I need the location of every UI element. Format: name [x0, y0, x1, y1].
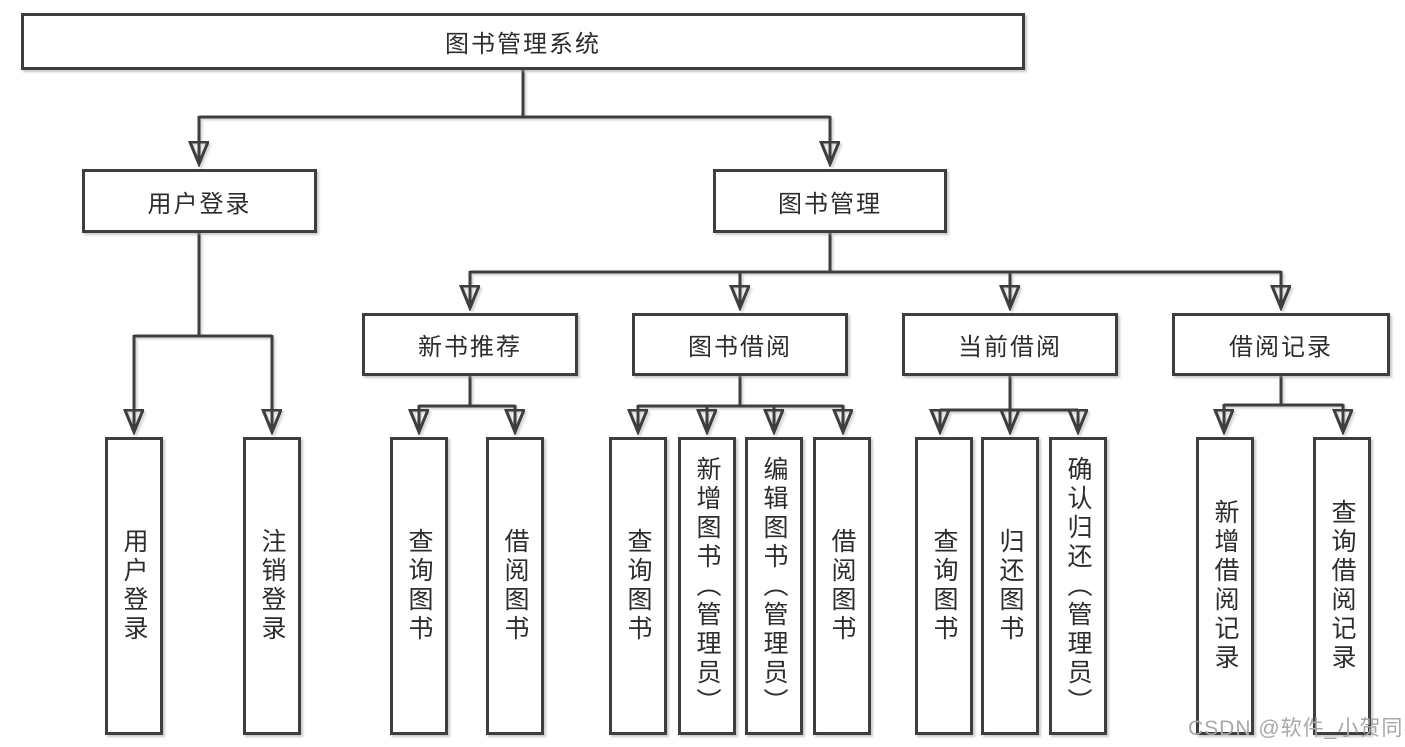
- edge-user-login-children: [134, 233, 272, 432]
- leaf-add-books-admin: 新增图书（管理员）: [678, 437, 736, 735]
- leaf-return-books: 归还图书: [981, 437, 1039, 735]
- edge-book-borrow-children: [638, 376, 843, 432]
- node-book-mgmt: 图书管理: [713, 169, 947, 233]
- leaf-borrow-books-recommend: 借阅图书: [486, 437, 544, 735]
- leaf-add-borrow-record: 新增借阅记录: [1196, 437, 1254, 735]
- edge-borrow-records-children: [1224, 376, 1343, 432]
- edge-book-mgmt-sections: [470, 233, 1281, 308]
- edge-root-to-level2: [199, 70, 830, 164]
- node-user-login: 用户登录: [82, 169, 317, 233]
- node-book-borrow: 图书借阅: [632, 313, 848, 376]
- leaf-query-books-current: 查询图书: [915, 437, 973, 735]
- leaf-borrow-books: 借阅图书: [813, 437, 871, 735]
- leaf-edit-books-admin: 编辑图书（管理员）: [745, 437, 803, 735]
- leaf-confirm-return-admin: 确认归还（管理员）: [1049, 437, 1107, 735]
- leaf-query-borrow-record: 查询借阅记录: [1313, 437, 1371, 735]
- leaf-logout: 注销登录: [243, 437, 301, 735]
- csdn-watermark: CSDN @软件_小贺同学: [1188, 717, 1405, 740]
- edge-current-borrow-children: [940, 376, 1078, 432]
- node-borrow-records: 借阅记录: [1172, 313, 1390, 376]
- leaf-user-login: 用户登录: [105, 437, 163, 735]
- leaf-query-books-recommend: 查询图书: [390, 437, 448, 735]
- leaf-query-books-borrow: 查询图书: [609, 437, 667, 735]
- node-new-book-recommend: 新书推荐: [362, 313, 578, 376]
- node-current-borrow: 当前借阅: [902, 313, 1118, 376]
- node-root-system: 图书管理系统: [21, 13, 1025, 70]
- edge-new-book-recommend-children: [419, 376, 515, 432]
